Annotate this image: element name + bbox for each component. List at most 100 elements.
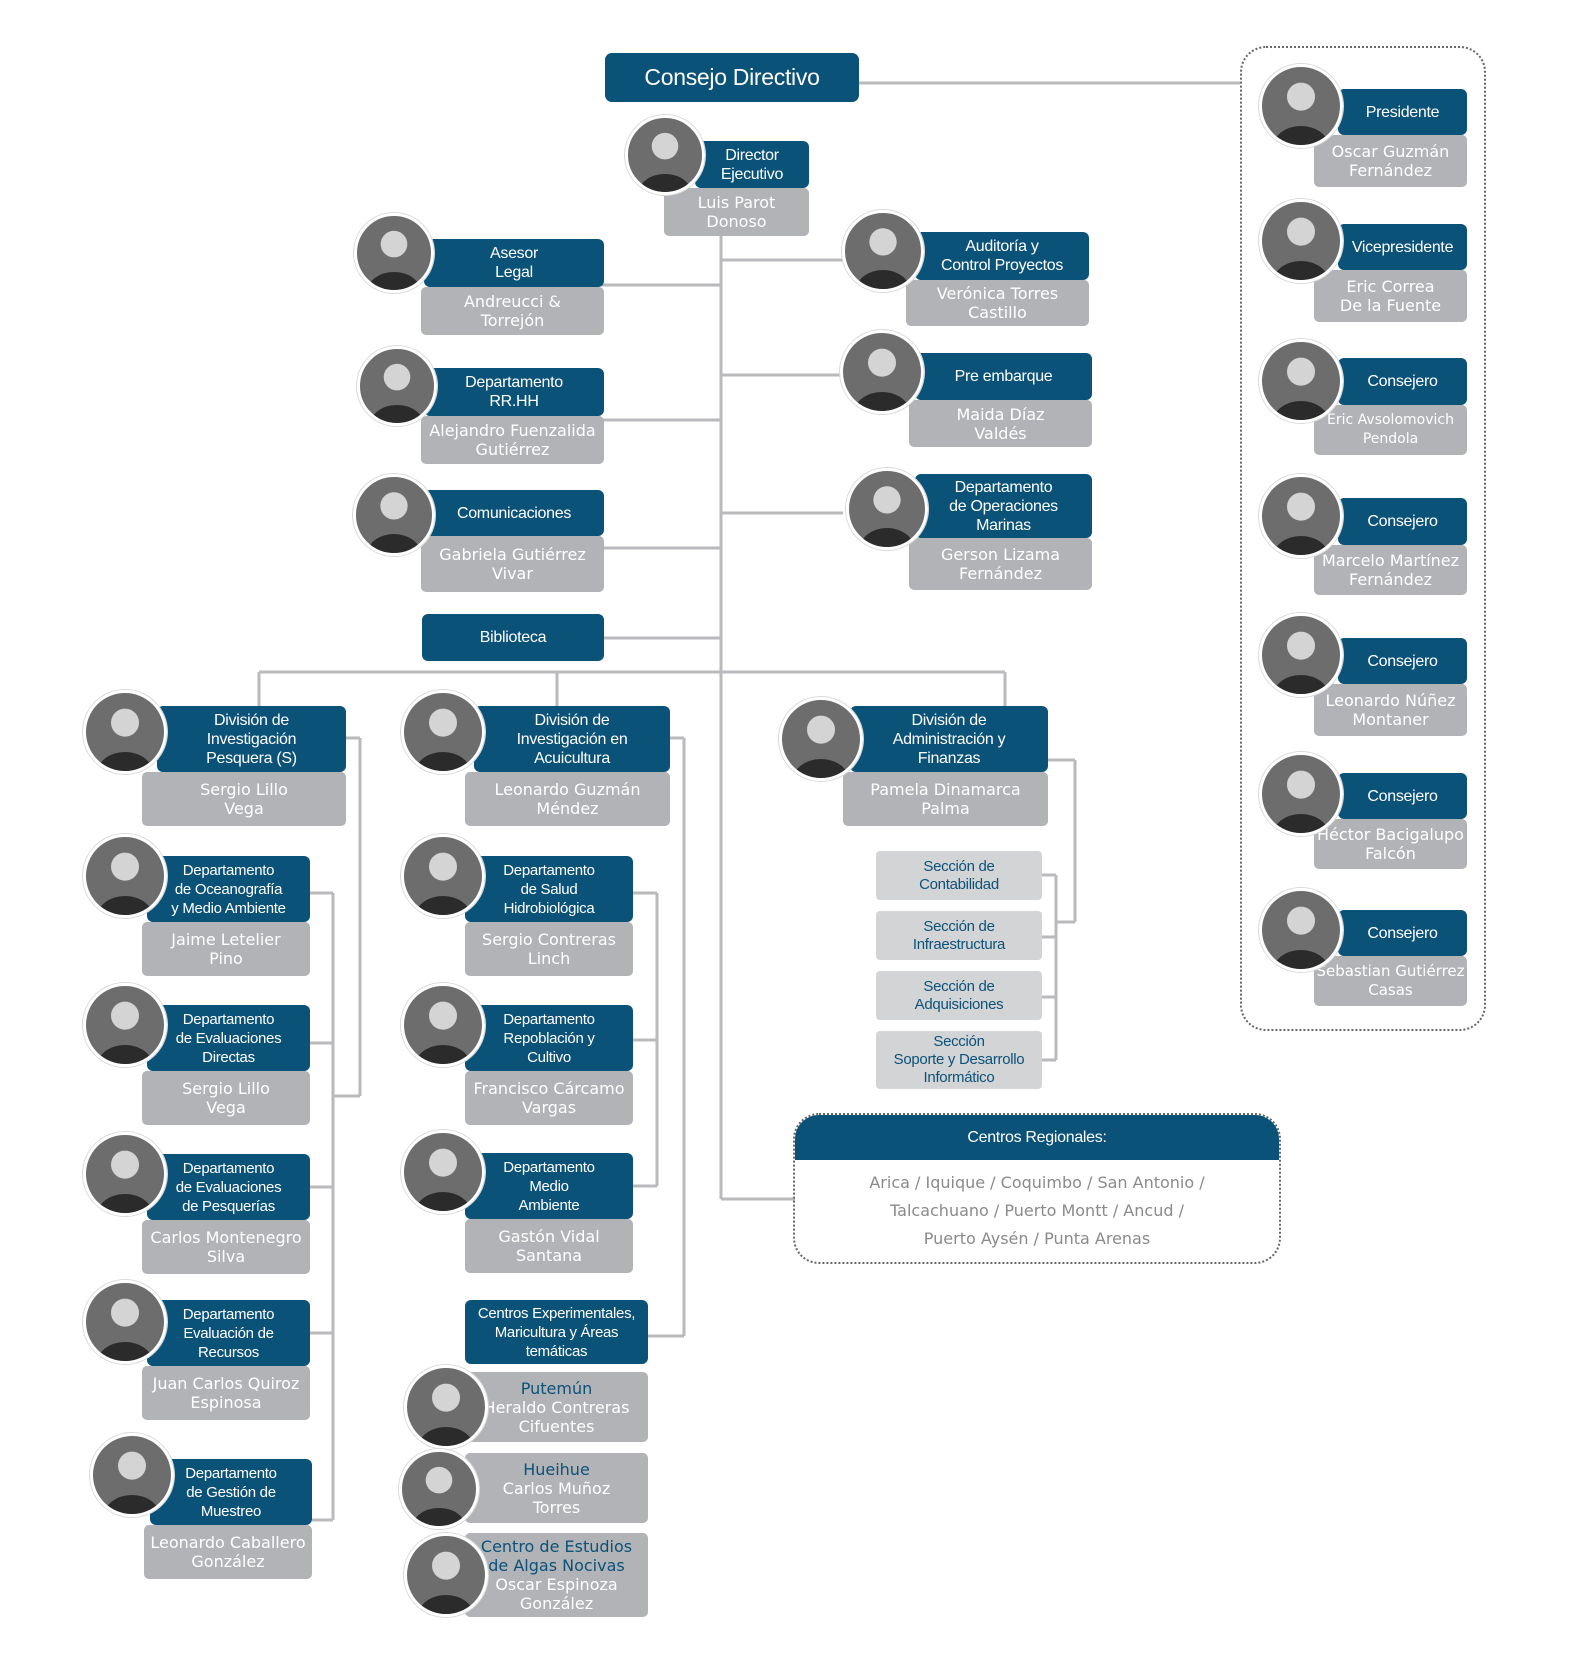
- council-photo-3: [1259, 339, 1343, 423]
- biblioteca-box: Biblioteca: [422, 614, 604, 661]
- centro-photo-2: [399, 1449, 479, 1529]
- regionales-line-2: Talcachuano / Puerto Montt / Ancud /: [890, 1201, 1184, 1220]
- rrhh-name: Alejandro Fuenzalida Gutiérrez: [421, 416, 604, 464]
- dept-pesquera-role-5: Departamento de Gestión de Muestreo: [150, 1459, 312, 1525]
- council-photo-5: [1259, 613, 1343, 697]
- dept-pesquera-role-2: Departamento de Evaluaciones Directas: [147, 1005, 310, 1071]
- division-pesquera-role: División de Investigación Pesquera (S): [157, 706, 346, 772]
- dept-acuicultura-name-1: Sergio Contreras Linch: [465, 922, 633, 976]
- council-role-3: Consejero: [1338, 358, 1467, 405]
- council-role-6: Consejero: [1338, 773, 1467, 819]
- council-role-2: Vicepresidente: [1338, 224, 1467, 270]
- centro-box-2: Hueihue Carlos Muñoz Torres: [465, 1453, 648, 1523]
- centro-box-3: Centro de Estudios de Algas Nocivas Osca…: [465, 1533, 648, 1617]
- regionales-line-1: Arica / Iquique / Coquimbo / San Antonio…: [869, 1173, 1205, 1192]
- division-pesquera-photo: [83, 690, 167, 774]
- council-photo-1: [1259, 64, 1343, 148]
- council-name-4: Marcelo Martínez Fernández: [1314, 545, 1467, 595]
- centro-photo-3: [404, 1533, 488, 1617]
- council-role-4: Consejero: [1338, 498, 1467, 545]
- dept-acuicultura-photo-2: [401, 983, 485, 1067]
- council-frame: [1240, 46, 1486, 1031]
- operaciones-photo: [846, 468, 928, 550]
- dept-pesquera-photo-4: [83, 1280, 167, 1364]
- council-photo-7: [1259, 888, 1343, 972]
- dept-pesquera-name-3: Carlos Montenegro Silva: [142, 1220, 310, 1274]
- council-name-5: Leonardo Núñez Montaner: [1314, 684, 1467, 736]
- council-name-7: Sebastian Gutiérrez Casas: [1314, 956, 1467, 1006]
- asesor-role: Asesor Legal: [424, 239, 604, 287]
- dept-acuicultura-role-3: Departamento Medio Ambiente: [465, 1153, 633, 1219]
- council-name-1: Oscar Guzmán Fernández: [1314, 135, 1467, 187]
- division-pesquera-name: Sergio Lillo Vega: [142, 772, 346, 826]
- division-admin-name: Pamela Dinamarca Palma: [843, 772, 1048, 826]
- dept-acuicultura-role-2: Departamento Repoblación y Cultivo: [465, 1005, 633, 1071]
- division-admin-role: División de Administración y Finanzas: [850, 706, 1048, 772]
- division-acuicultura-name: Leonardo Guzmán Méndez: [465, 772, 670, 826]
- centros-experimentales-title: Centros Experimentales, Maricultura y Ár…: [465, 1300, 648, 1364]
- dept-acuicultura-name-2: Francisco Cárcamo Vargas: [465, 1071, 633, 1125]
- dept-pesquera-name-2: Sergio Lillo Vega: [142, 1071, 310, 1125]
- dept-pesquera-photo-2: [83, 983, 167, 1067]
- centro-box-1: Putemún Heraldo Contreras Cifuentes: [465, 1372, 648, 1442]
- division-acuicultura-role: División de Investigación en Acuicultura: [474, 706, 670, 772]
- council-photo-4: [1259, 474, 1343, 558]
- director-name: Luis Parot Donoso: [664, 188, 809, 236]
- council-role-7: Consejero: [1338, 910, 1467, 956]
- seccion-infraestructura: Sección de Infraestructura: [876, 911, 1042, 960]
- centro-place-3: Centro de Estudios de Algas Nocivas: [480, 1537, 633, 1575]
- rrhh-photo: [357, 346, 437, 426]
- comunicaciones-photo: [353, 474, 435, 556]
- centro-name-2: Carlos Muñoz Torres: [502, 1478, 611, 1517]
- centro-place-2: Hueihue: [523, 1459, 590, 1479]
- centro-place-1: Putemún: [520, 1378, 593, 1398]
- dept-pesquera-role-4: Departamento Evaluación de Recursos: [147, 1300, 310, 1366]
- dept-pesquera-photo-3: [83, 1132, 167, 1216]
- seccion-adquisiciones: Sección de Adquisiciones: [876, 971, 1042, 1020]
- operaciones-role: Departamento de Operaciones Marinas: [915, 474, 1092, 538]
- dept-pesquera-role-3: Departamento de Evaluaciones de Pesquerí…: [147, 1154, 310, 1220]
- regionales-list: Arica / Iquique / Coquimbo / San Antonio…: [795, 1169, 1279, 1253]
- asesor-photo: [354, 213, 434, 293]
- dept-pesquera-photo-5: [90, 1433, 174, 1517]
- division-acuicultura-photo: [401, 690, 485, 774]
- page-title: Consejo Directivo: [605, 53, 859, 102]
- regionales-line-3: Puerto Aysén / Punta Arenas: [923, 1229, 1151, 1248]
- comunicaciones-name: Gabriela Gutiérrez Vivar: [421, 536, 604, 592]
- dept-acuicultura-role-1: Departamento de Salud Hidrobiológica: [465, 856, 633, 922]
- dept-acuicultura-name-3: Gastón Vidal Santana: [465, 1219, 633, 1273]
- regionales-title: Centros Regionales:: [795, 1115, 1279, 1160]
- seccion-contabilidad: Sección de Contabilidad: [876, 851, 1042, 900]
- council-name-6: Héctor Bacigalupo Falcón: [1314, 819, 1467, 869]
- division-admin-photo: [779, 697, 863, 781]
- asesor-name: Andreucci & Torrejón: [421, 287, 604, 335]
- dept-acuicultura-photo-3: [401, 1130, 485, 1214]
- council-photo-2: [1259, 199, 1343, 283]
- auditoria-photo: [842, 210, 924, 292]
- council-name-3: Eric Avsolomovich Pendola: [1314, 405, 1467, 455]
- auditoria-role: Auditoría y Control Proyectos: [915, 232, 1089, 280]
- operaciones-name: Gerson Lizama Fernández: [909, 538, 1092, 590]
- director-photo: [625, 115, 705, 195]
- council-name-2: Eric Correa De la Fuente: [1314, 270, 1467, 322]
- rrhh-role: Departamento RR.HH: [424, 368, 604, 416]
- council-role-1: Presidente: [1338, 89, 1467, 135]
- comunicaciones-role: Comunicaciones: [424, 490, 604, 536]
- centro-name-1: Heraldo Contreras Cifuentes: [483, 1397, 630, 1436]
- dept-pesquera-name-1: Jaime Letelier Pino: [142, 922, 310, 976]
- auditoria-name: Verónica Torres Castillo: [906, 280, 1089, 326]
- director-role: Director Ejecutivo: [695, 141, 809, 188]
- preembarque-photo: [840, 330, 924, 414]
- dept-pesquera-role-1: Departamento de Oceanografía y Medio Amb…: [147, 856, 310, 922]
- dept-pesquera-name-4: Juan Carlos Quiroz Espinosa: [142, 1366, 310, 1420]
- council-role-5: Consejero: [1338, 638, 1467, 684]
- dept-pesquera-photo-1: [83, 834, 167, 918]
- centro-photo-1: [404, 1365, 488, 1449]
- preembarque-role: Pre embarque: [915, 353, 1092, 400]
- regionales-frame: [793, 1113, 1281, 1264]
- dept-acuicultura-photo-1: [401, 834, 485, 918]
- centro-name-3: Oscar Espinoza González: [495, 1575, 618, 1613]
- seccion-informatico: Sección Soporte y Desarrollo Informático: [876, 1031, 1042, 1089]
- dept-pesquera-name-5: Leonardo Caballero González: [144, 1525, 312, 1579]
